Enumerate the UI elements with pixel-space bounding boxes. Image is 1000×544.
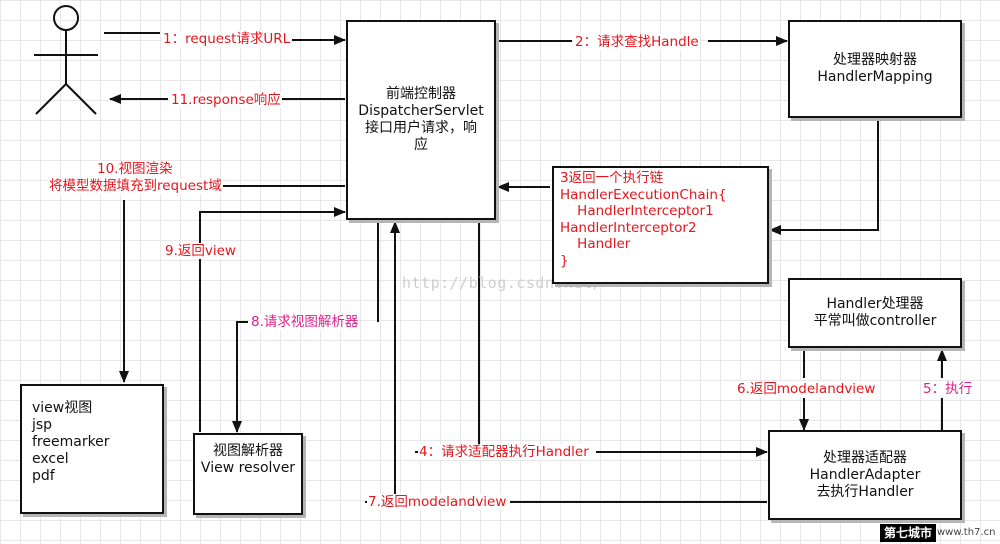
edge-4-label: 4：请求适配器执行Handler	[418, 444, 590, 460]
edge-mapping-chain-arrow	[769, 118, 879, 235]
edge-1-request-arrow	[104, 33, 345, 40]
view-resolver-box: 视图解析器 View resolver	[193, 433, 303, 515]
chain-line-4: HandlerInterceptor2	[560, 219, 697, 236]
chain-line-3: HandlerInterceptor1	[560, 203, 714, 219]
handler-box: Handler处理器 平常叫做controller	[788, 278, 962, 348]
controller-line-4: 应	[414, 137, 428, 153]
view-line-4: excel	[32, 451, 69, 467]
execution-chain-box: 3返回一个执行链 HandlerExecutionChain{ HandlerI…	[552, 166, 769, 284]
edge-10-label-line-2: 将模型数据填充到request域	[48, 178, 223, 194]
edge-8-label: 8.请求视图解析器	[250, 314, 360, 330]
resolver-line-1: 视图解析器	[213, 443, 283, 459]
dispatcher-servlet-box: 前端控制器 DispatcherServlet 接口用户请求，响 应	[346, 20, 496, 220]
user-actor-icon	[34, 5, 98, 115]
view-box: view视图 jsp freemarker excel pdf	[20, 384, 164, 514]
chain-line-6: }	[560, 252, 569, 269]
site-badge-url: www.th7.cn	[937, 527, 996, 538]
view-line-1: view视图	[32, 400, 93, 416]
edge-1-label: 1：request请求URL	[162, 31, 292, 47]
view-line-2: jsp	[32, 417, 53, 433]
mapping-line-1: 处理器映射器	[833, 52, 917, 68]
view-line-3: freemarker	[32, 434, 110, 450]
edge-6-label: 6.返回modelandview	[736, 381, 877, 397]
chain-line-5: Handler	[560, 236, 631, 252]
mapping-line-2: HandlerMapping	[817, 69, 933, 85]
view-line-5: pdf	[32, 468, 55, 484]
handler-mapping-box: 处理器映射器 HandlerMapping	[788, 20, 962, 118]
edge-8-resolver-arrow	[237, 222, 379, 432]
handler-adapter-box: 处理器适配器 HandlerAdapter 去执行Handler	[768, 430, 962, 520]
edge-9-return-view-arrow	[199, 207, 346, 432]
edge-7-label: 7.返回modelandview	[367, 494, 508, 510]
edge-11-label: 11.response响应	[170, 92, 282, 108]
adapter-line-3: 去执行Handler	[816, 483, 914, 500]
controller-line-3: 接口用户请求，响	[365, 120, 477, 136]
chain-line-1: 3返回一个执行链	[560, 170, 664, 186]
edge-10-label-line-1: 10.视图渲染	[96, 161, 174, 177]
handler-line-2: 平常叫做controller	[813, 313, 937, 329]
edge-9-label: 9.返回view	[164, 243, 237, 259]
edge-5-label: 5：执行	[922, 381, 974, 397]
handler-line-1: Handler处理器	[826, 296, 924, 312]
adapter-line-1: 处理器适配器	[823, 449, 907, 466]
chain-line-2: HandlerExecutionChain{	[560, 186, 727, 203]
watermark-text: http://blog.csdn.net/	[402, 274, 603, 292]
edge-2-label: 2：请求查找Handle	[574, 34, 700, 50]
site-badge: 第七城市	[880, 524, 937, 542]
adapter-line-2: HandlerAdapter	[809, 466, 921, 483]
resolver-line-2: View resolver	[200, 460, 296, 476]
controller-line-1: 前端控制器	[386, 86, 456, 102]
controller-line-2: DispatcherServlet	[358, 103, 484, 119]
